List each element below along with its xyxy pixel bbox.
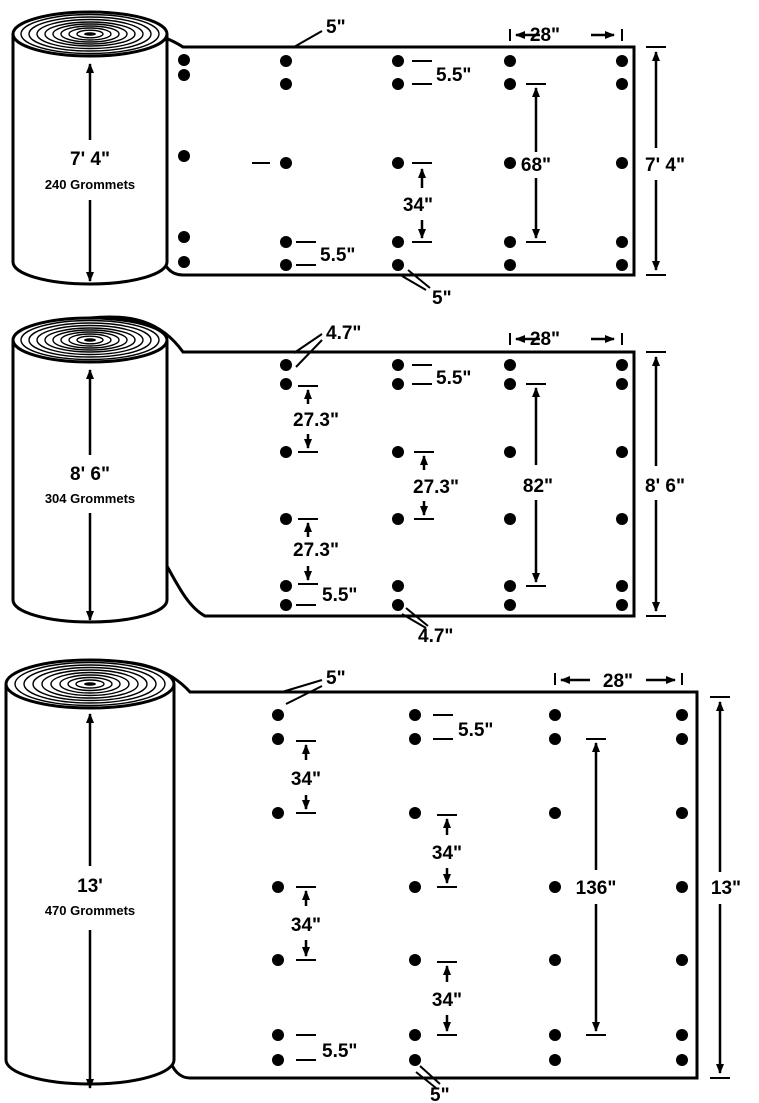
edge-top-label: 5" (326, 668, 346, 689)
pair-gap-bottom-label: 5.5" (320, 245, 355, 266)
span-label: 68" (521, 155, 551, 176)
roll-height-label: 13' (77, 876, 103, 897)
sheet-height-label: 13" (711, 878, 741, 899)
spacing-label: 27.3" (293, 540, 339, 561)
span-label: 82" (523, 476, 553, 497)
roll-icon (11, 10, 169, 286)
edge-top-label: 5" (326, 17, 346, 38)
panel-13ft: 13' 470 Grommets (4, 658, 741, 1103)
sheet-height-label: 7' 4" (645, 155, 685, 176)
edge-top-label: 4.7" (326, 323, 361, 344)
grommet-count: 470 Grommets (45, 903, 135, 918)
panel-8ft6: 8' 6" 304 Grommets (11, 315, 685, 647)
sheet-height-label: 8' 6" (645, 476, 685, 497)
spacing-label: 34" (432, 990, 462, 1011)
pair-gap-bottom-label: 5.5" (322, 1041, 357, 1062)
pair-gap-top-label: 5.5" (436, 368, 471, 389)
spacing-label: 34" (291, 915, 321, 936)
edge-bottom-label: 4.7" (418, 626, 453, 647)
banner-sheet (89, 315, 636, 618)
grommet-holes (280, 359, 628, 611)
panel-7ft4: 7' 4" 240 Grommets (11, 10, 685, 309)
spacing-label: 34" (432, 843, 462, 864)
pair-gap-top-label: 5.5" (458, 720, 493, 741)
pair-gap-top-label: 5.5" (436, 65, 471, 86)
grommet-count: 304 Grommets (45, 491, 135, 506)
column-spacing-label: 28" (603, 671, 633, 692)
edge-bottom-label: 5" (430, 1085, 450, 1103)
banner-sheet (89, 28, 636, 277)
spacing-label: 34" (291, 769, 321, 790)
spacing-label: 27.3" (413, 477, 459, 498)
spacing-label: 27.3" (293, 410, 339, 431)
pair-gap-bottom-label: 5.5" (322, 585, 357, 606)
grommet-count: 240 Grommets (45, 177, 135, 192)
span-label: 136" (576, 878, 617, 899)
roll-icon (11, 316, 169, 624)
banner-sheet (89, 659, 699, 1080)
column-spacing-label: 28" (530, 329, 560, 350)
grommet-holes (178, 54, 628, 271)
grommet-holes (272, 709, 688, 1066)
middle-spacing-label: 34" (403, 195, 433, 216)
edge-bottom-label: 5" (432, 288, 452, 309)
column-spacing-label: 28" (530, 25, 560, 46)
roll-height-label: 7' 4" (70, 149, 110, 170)
roll-height-label: 8' 6" (70, 464, 110, 485)
